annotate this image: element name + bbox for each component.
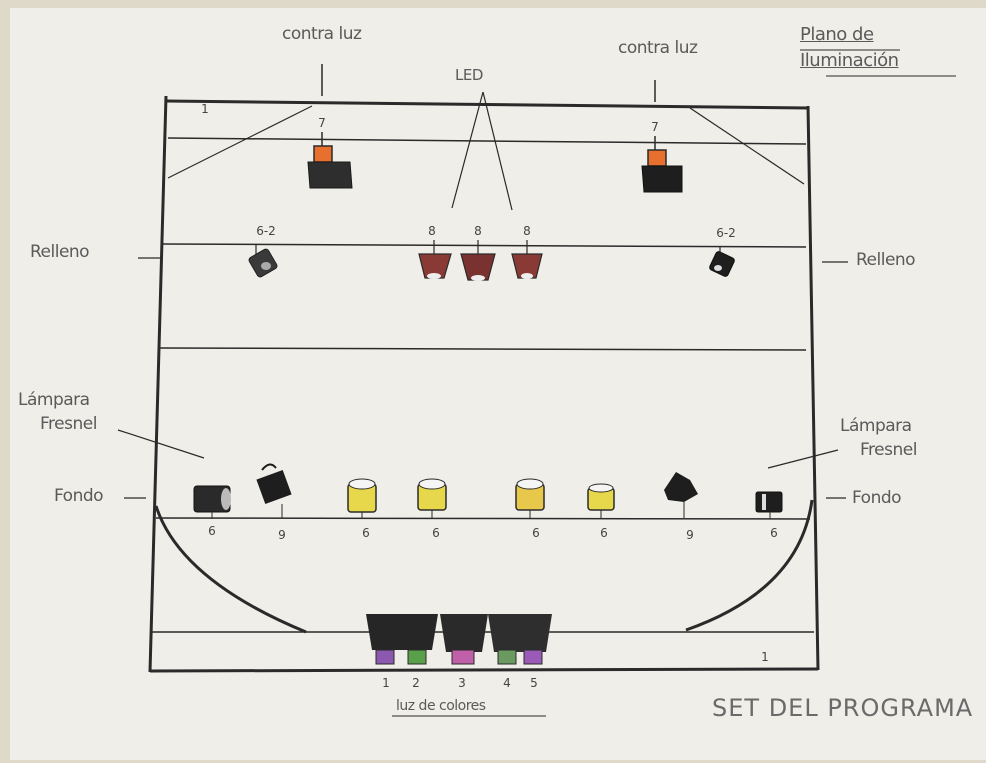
stage-left-wall [148,95,168,673]
led-light-1 [418,240,452,279]
fondo-light-3 [347,478,377,519]
color-light-group [366,614,552,652]
fondo-light-1 [193,485,231,519]
fondo-number-4: 6 [432,526,440,540]
relleno-left-label: Relleno [30,242,90,262]
corner-number-top: 1 [201,102,209,116]
fresnel-right-pointer [767,449,839,469]
fill-batten [161,243,807,248]
fill-light-right [709,246,735,277]
fondo-number-8: 6 [770,526,778,540]
fondo-number-1: 6 [208,524,216,538]
back-diagonal-right [689,107,805,185]
cyclorama-right-curve [685,499,814,632]
fondo-light-4 [417,478,447,519]
color-number-5: 5 [530,676,538,690]
fondo-light-7 [664,472,698,518]
color-number-2: 2 [412,676,420,690]
contra-luz-right-label: contra luz [618,38,698,58]
color-number-4: 4 [503,676,511,690]
cyclorama-left-curve [154,505,307,634]
fondo-number-2: 9 [278,528,286,542]
led-number-1: 8 [428,224,436,238]
footer-subtitle: luz de colores [396,698,486,714]
fondo-number-7: 9 [686,528,694,542]
led-pointer-right [482,91,513,211]
back-light-right-number: 7 [651,120,659,134]
stage-bottom-edge [149,667,819,673]
lampara-left-label: Lámpara [18,390,90,410]
stage-top-edge [165,99,809,110]
led-label: LED [455,66,483,84]
fondo-light-5 [515,478,545,519]
led-light-2 [460,240,496,281]
color-light-3 [451,649,475,665]
footer-title: SET DEL PROGRAMA [712,694,974,722]
fondo-right-label: Fondo [852,488,902,508]
fondo-light-6 [587,483,615,519]
plan-title: Plano de Iluminación [800,24,899,71]
back-light-left [307,132,353,189]
corner-number-bottom: 1 [761,650,769,664]
fill-left-number: 6-2 [256,224,276,238]
fondo-number-6: 6 [600,526,608,540]
fondo-number-3: 6 [362,526,370,540]
fondo-batten [155,517,811,520]
led-number-3: 8 [523,224,531,238]
fresnel-left-pointer [117,429,205,459]
back-light-right [641,136,683,193]
color-number-3: 3 [458,676,466,690]
fondo-number-5: 6 [532,526,540,540]
back-diagonal-left [167,105,313,179]
color-light-2 [407,649,427,665]
fill-right-number: 6-2 [716,226,736,240]
fresnel-left-label: Fresnel [40,414,97,434]
color-light-5 [523,649,543,665]
color-number-1: 1 [382,676,390,690]
stage-outline [117,49,956,717]
fondo-light-8 [755,491,783,519]
led-number-2: 8 [474,224,482,238]
fondo-left-label: Fondo [54,486,104,506]
fresnel-right-label: Fresnel [860,440,917,460]
lampara-right-label: Lámpara [840,416,912,436]
led-light-3 [511,240,543,279]
relleno-right-label: Relleno [856,250,916,270]
fill-light-left [248,244,278,278]
color-light-1 [375,649,395,665]
contra-luz-left-label: contra luz [282,24,362,44]
fondo-light-2 [256,463,292,518]
color-light-4 [497,649,517,665]
back-batten [167,137,807,145]
led-pointer-left [451,91,484,209]
back-light-left-number: 7 [318,116,326,130]
stage-right-wall [806,105,820,671]
mid-batten [159,347,807,351]
